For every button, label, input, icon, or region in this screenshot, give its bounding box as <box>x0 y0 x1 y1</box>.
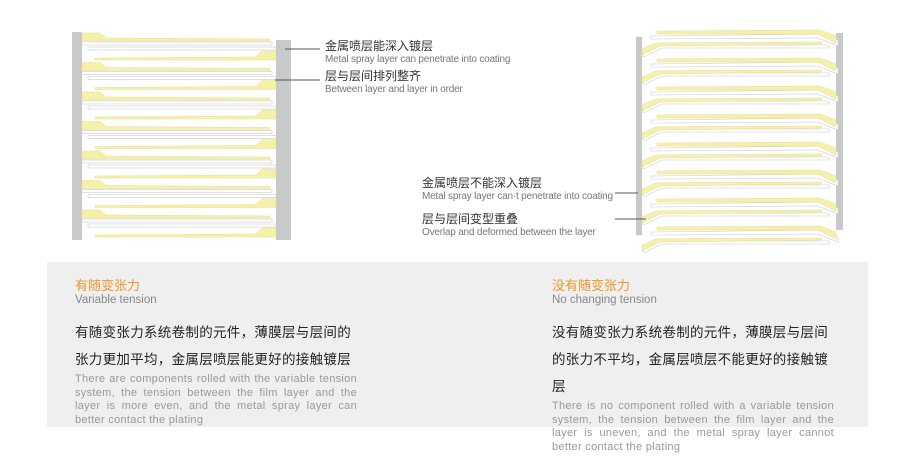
film-layer <box>81 100 273 105</box>
film-layer <box>641 128 830 142</box>
ordered-layers-diagram <box>72 32 320 240</box>
film-layer <box>81 218 273 223</box>
label-cn: 层与层间变型重叠 <box>422 212 519 226</box>
metal-spray-layer <box>656 29 837 44</box>
film-layer <box>641 44 830 58</box>
label-cn: 金属喷层不能深入镀层 <box>422 176 543 190</box>
variable-tension-column: 有随变张力 Variable tension 有随变张力系统卷制的元件，薄膜层与… <box>75 278 357 427</box>
metal-spray-layer <box>81 32 271 42</box>
metal-spray-layer <box>94 168 277 179</box>
metal-spray-layer <box>81 150 271 160</box>
description-cn: 有随变张力系统卷制的元件，薄膜层与层间的张力更加平均，金属层喷层能更好的接触镀层 <box>75 325 351 367</box>
metal-spray-layer <box>656 197 837 212</box>
description-en: There is no component rolled with a vari… <box>552 400 834 453</box>
film-layer <box>87 164 277 169</box>
title-cn: 有随变张力 <box>75 278 141 293</box>
metal-spray-layer <box>81 209 271 219</box>
film-layer <box>641 212 830 226</box>
right-electrode <box>836 33 843 230</box>
film-layer <box>87 76 277 80</box>
description-en: There are components rolled with the var… <box>75 373 357 426</box>
film-layer <box>81 159 273 164</box>
comparison-panel: 有随变张力 Variable tension 有随变张力系统卷制的元件，薄膜层与… <box>47 262 868 453</box>
film-layer <box>641 72 830 86</box>
film-layer <box>87 223 277 228</box>
film-layer <box>87 46 277 51</box>
metal-spray-layer <box>656 85 837 100</box>
film-layer <box>641 156 830 170</box>
label-en: Overlap and deformed between the layer <box>422 227 596 238</box>
right-electrode <box>276 40 291 240</box>
left-electrode <box>72 32 82 240</box>
film-layer <box>87 135 277 139</box>
metal-spray-layer <box>641 237 823 252</box>
metal-spray-layer <box>641 181 823 196</box>
metal-spray-layer <box>641 153 823 168</box>
metal-spray-layer <box>94 227 277 238</box>
metal-spray-layer <box>656 57 837 72</box>
film-layer <box>87 194 277 198</box>
metal-spray-layer <box>641 125 823 140</box>
metal-spray-layer <box>81 62 271 71</box>
deformed-layers-diagram <box>615 29 843 254</box>
right-label-1: 金属喷层不能深入镀层 Metal spray layer can·t penet… <box>422 177 613 203</box>
metal-spray-layer <box>641 97 823 112</box>
metal-spray-layer <box>94 80 277 90</box>
metal-spray-layer <box>81 180 271 189</box>
label-en: Metal spray layer can·t penetrate into c… <box>422 191 613 202</box>
metal-spray-layer <box>656 141 837 156</box>
left-label-1: 金属喷层能深入镀层 Metal spray layer can penetrat… <box>325 40 510 66</box>
metal-spray-layer <box>656 113 837 128</box>
metal-spray-layer <box>656 225 837 240</box>
metal-spray-layer <box>94 198 277 208</box>
film-layer <box>81 71 273 75</box>
metal-spray-layer <box>94 139 277 149</box>
film-layer <box>87 105 277 110</box>
metal-spray-layer <box>94 50 277 61</box>
film-layer <box>81 41 273 46</box>
metal-spray-layer <box>81 91 271 101</box>
metal-spray-layer <box>94 109 277 120</box>
left-label-2: 层与层间排列整齐 Between layer and layer in orde… <box>325 70 463 96</box>
film-layer <box>641 240 830 254</box>
metal-spray-layer <box>641 41 823 56</box>
label-en: Metal spray layer can penetrate into coa… <box>325 54 511 65</box>
left-electrode <box>636 37 642 235</box>
no-tension-column: 没有随变张力 No changing tension 没有随变张力系统卷制的元件… <box>552 278 834 454</box>
label-en: Between layer and layer in order <box>325 84 463 95</box>
title-cn: 没有随变张力 <box>552 278 631 293</box>
description-cn: 没有随变张力系统卷制的元件，薄膜层与层间的张力不平均，金属层喷层不能更好的接触镀… <box>552 325 828 394</box>
title-en: No changing tension <box>552 294 657 306</box>
metal-spray-layer <box>81 121 271 130</box>
label-cn: 金属喷层能深入镀层 <box>325 39 434 53</box>
film-layer <box>641 184 830 198</box>
label-cn: 层与层间排列整齐 <box>325 69 422 83</box>
metal-spray-layer <box>641 209 823 224</box>
film-layer <box>81 189 273 193</box>
metal-spray-layer <box>656 169 837 184</box>
film-layer <box>641 100 830 114</box>
film-layer <box>81 130 273 134</box>
title-en: Variable tension <box>75 294 157 306</box>
right-label-2: 层与层间变型重叠 Overlap and deformed between th… <box>422 213 596 239</box>
metal-spray-layer <box>641 69 823 84</box>
